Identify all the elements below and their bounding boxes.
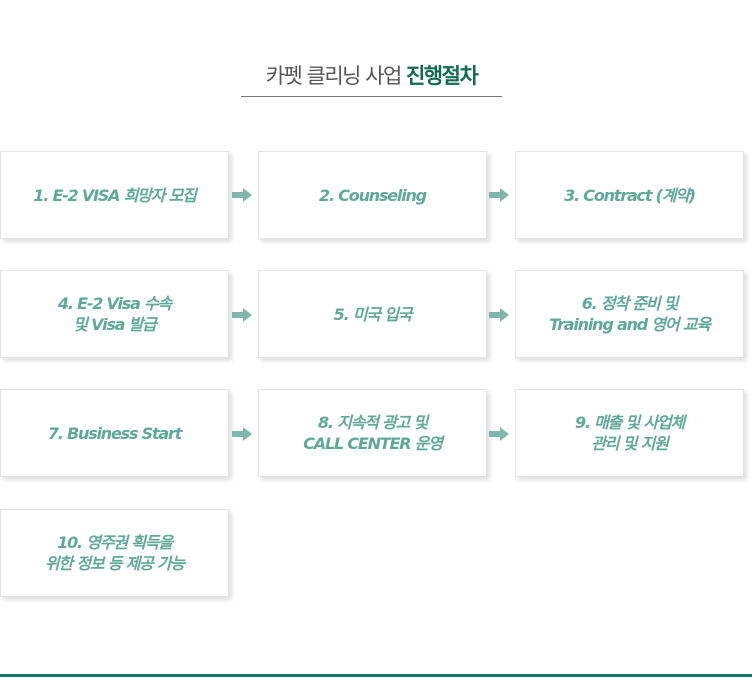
step-3: 3. Contract (계약) xyxy=(515,151,744,239)
arrow-right-icon xyxy=(489,188,509,202)
step-7: 7. Business Start xyxy=(0,389,229,477)
arrow-right-icon xyxy=(232,308,252,322)
title-bold: 진행절차 xyxy=(405,64,479,88)
arrow-right-icon xyxy=(489,308,509,322)
title-normal: 카펫 클리닝 사업 xyxy=(265,64,406,88)
step-8: 8. 지속적 광고 및 CALL CENTER 운영 xyxy=(258,389,487,477)
step-10: 10. 영주권 획득을 위한 정보 등 제공 가능 xyxy=(0,509,229,597)
arrow-right-icon xyxy=(232,188,252,202)
step-9: 9. 매출 및 사업체 관리 및 지원 xyxy=(515,389,744,477)
arrow-right-icon xyxy=(489,427,509,441)
step-5: 5. 미국 입국 xyxy=(258,270,487,358)
step-4: 4. E-2 Visa 수속 및 Visa 발급 xyxy=(0,270,229,358)
step-2: 2. Counseling xyxy=(258,151,487,239)
page-title: 카펫 클리닝 사업 진행절차 xyxy=(241,60,502,97)
step-6: 6. 정착 준비 및 Training and 영어 교육 xyxy=(515,270,744,358)
arrow-right-icon xyxy=(232,427,252,441)
step-1: 1. E-2 VISA 희망자 모집 xyxy=(0,151,229,239)
bottom-divider xyxy=(0,674,752,677)
